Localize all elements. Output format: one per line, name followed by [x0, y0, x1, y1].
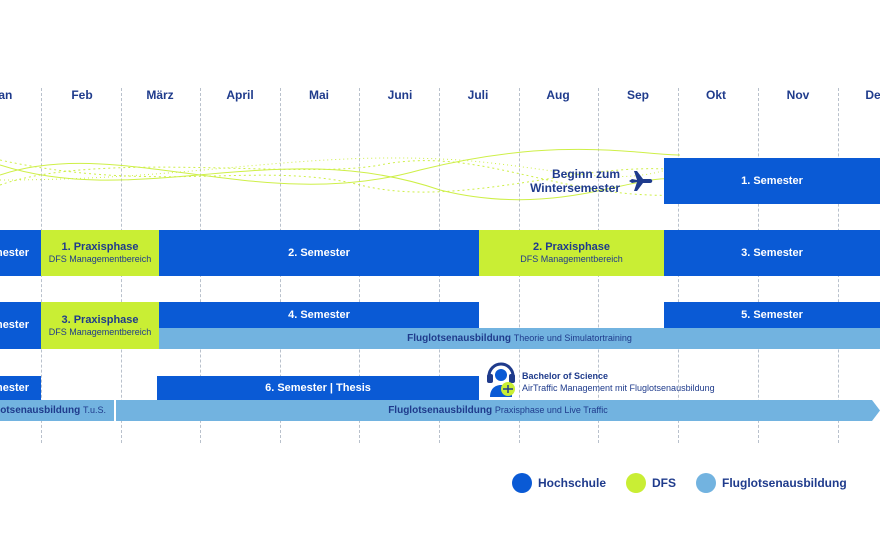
semester-left-bar-row3: Semester — [0, 302, 41, 349]
praxisphase-2-bar: 2. Praxisphase DFS Managementbereich — [479, 230, 664, 276]
bachelor-text: Bachelor of Science AirTraffic Managemen… — [522, 370, 715, 394]
semester-2-label: 2. Semester — [288, 246, 350, 259]
legend-fluglotsen-label: Fluglotsenausbildung — [722, 476, 847, 490]
semester-5-bar: 5. Semester — [664, 302, 880, 328]
fluglotsen-live-arrow: Fluglotsenausbildung Praxisphase und Liv… — [116, 400, 880, 421]
month-label-feb: Feb — [71, 88, 93, 102]
semester-left-label-row2: Semester — [0, 246, 29, 259]
month-label-april: April — [226, 88, 254, 102]
fluglotsen-tus-label: otsenausbildung T.u.S. — [0, 405, 106, 416]
fluglotsen-tus-bar: otsenausbildung T.u.S. — [0, 400, 114, 421]
month-label-nov: Nov — [786, 88, 810, 102]
praxisphase-1-bar: 1. Praxisphase DFS Managementbereich — [41, 230, 159, 276]
semester-3-label: 3. Semester — [741, 246, 803, 259]
bachelor-sub: AirTraffic Management mit Fluglotsenausb… — [522, 383, 715, 393]
semester-1-bar: 1. Semester — [664, 158, 880, 204]
fluglotsen-live-bold: Fluglotsenausbildung — [388, 405, 493, 416]
fluglotsen-theorie-bar: Fluglotsenausbildung Theorie und Simulat… — [159, 328, 880, 349]
fluglotsen-tus-bold: otsenausbildung — [0, 405, 81, 416]
month-label-sep: Sep — [626, 88, 649, 102]
start-line-1: Beginn zum — [552, 167, 620, 181]
semester-1-label: 1. Semester — [741, 174, 803, 187]
month-label-mai: Mai — [308, 88, 329, 102]
month-label-okt: Okt — [705, 88, 726, 102]
praxisphase-2-title: 2. Praxisphase — [532, 241, 611, 253]
legend-fluglotsen-dot — [696, 473, 716, 493]
praxisphase-2-sub: DFS Managementbereich — [520, 254, 623, 264]
flight-path-waves — [0, 148, 681, 201]
semester-left-label-row3: Semester — [0, 319, 29, 331]
semester-3-bar: 3. Semester — [664, 230, 880, 276]
fluglotsen-live-rest: Praxisphase und Live Traffic — [494, 405, 608, 415]
praxisphase-3-bar: 3. Praxisphase DFS Managementbereich — [41, 302, 159, 349]
fluglotsen-live-label: Fluglotsenausbildung Praxisphase und Liv… — [388, 405, 608, 416]
month-label-jan: Jan — [0, 88, 13, 102]
legend-hochschule-label: Hochschule — [538, 476, 607, 490]
month-label-maerz: März — [146, 88, 174, 102]
fluglotsen-theorie-rest: Theorie und Simulatortraining — [513, 333, 632, 343]
month-label-dez: Dez — [865, 88, 880, 102]
month-label-aug: Aug — [546, 88, 570, 102]
praxisphase-3-title: 3. Praxisphase — [61, 313, 139, 326]
fluglotsen-theorie-label: Fluglotsenausbildung Theorie und Simulat… — [407, 333, 632, 344]
fluglotsen-theorie-bold: Fluglotsenausbildung — [407, 333, 512, 344]
bachelor-title: Bachelor of Science — [522, 371, 609, 381]
semester-left-bar-row4: mester — [0, 376, 41, 400]
month-label-juli: Juli — [467, 88, 489, 102]
legend-dfs-label: DFS — [652, 476, 676, 490]
semester-left-label-row4: mester — [0, 381, 29, 394]
start-line-2: Wintersemester — [530, 181, 620, 195]
headset-person-icon — [487, 362, 515, 397]
semester-left-bar-row2: Semester — [0, 230, 41, 276]
airplane-icon — [629, 171, 653, 191]
legend-dfs-dot — [626, 473, 646, 493]
semester-4-bar: 4. Semester — [159, 302, 479, 328]
month-label-juni: Juni — [387, 88, 413, 102]
semester-6-bar: 6. Semester | Thesis — [157, 376, 479, 400]
semester-2-bar: 2. Semester — [159, 230, 479, 276]
semester-5-label: 5. Semester — [741, 308, 803, 321]
praxisphase-1-title: 1. Praxisphase — [61, 241, 139, 253]
fluglotsen-tus-rest: T.u.S. — [82, 405, 106, 415]
start-text: Beginn zum Wintersemester — [510, 167, 620, 195]
legend-hochschule-dot — [512, 473, 532, 493]
praxisphase-1-sub: DFS Managementbereich — [48, 254, 152, 264]
semester-6-label: 6. Semester | Thesis — [265, 381, 371, 394]
semester-4-label: 4. Semester — [288, 308, 350, 321]
praxisphase-3-sub: DFS Managementbereich — [48, 326, 152, 337]
